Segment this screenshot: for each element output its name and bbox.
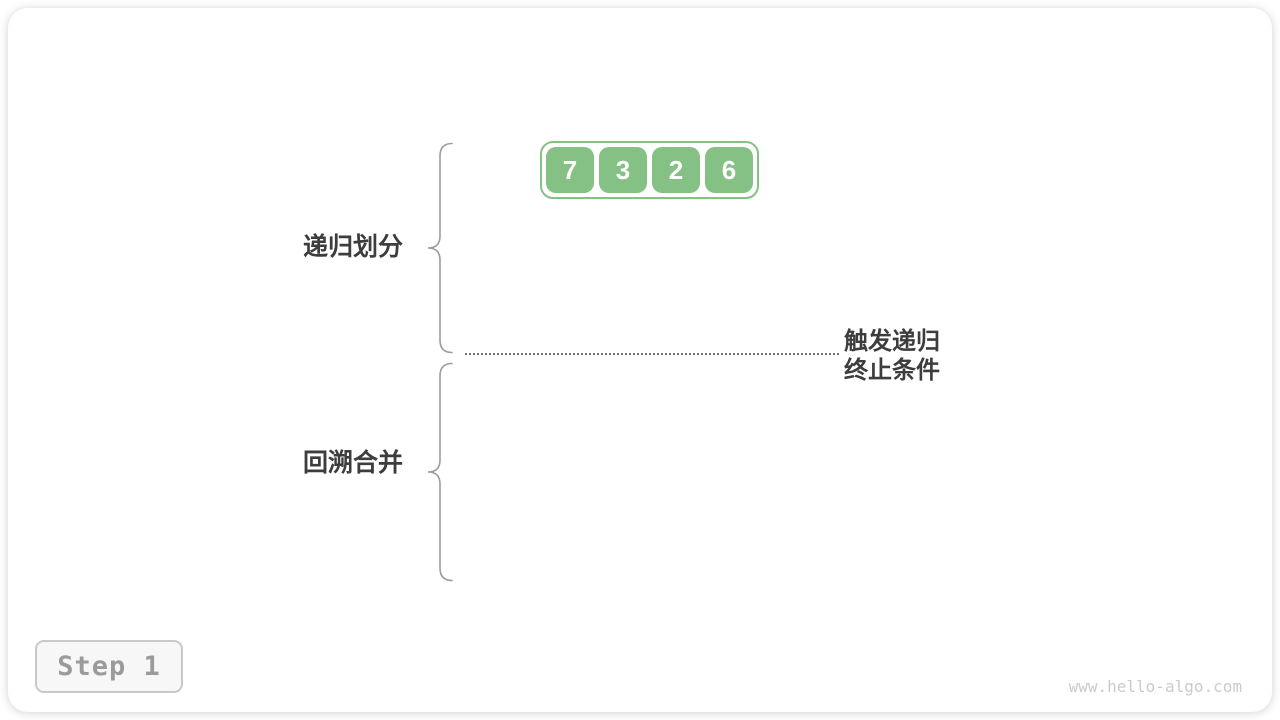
- array-cell: 6: [705, 147, 753, 193]
- array-cell: 7: [546, 147, 594, 193]
- array-cell: 2: [652, 147, 700, 193]
- diagram-card: 7 3 2 6 递归划分 回溯合并 触发递归 终止条件 Step 1 www.h…: [8, 8, 1272, 712]
- label-termination-condition: 触发递归 终止条件: [844, 327, 940, 385]
- termination-dotted-line: [465, 353, 839, 355]
- label-recursive-partition: 递归划分: [302, 233, 403, 261]
- label-backtrack-merge: 回溯合并: [302, 449, 403, 477]
- array-cell: 3: [599, 147, 647, 193]
- label-termination-line2: 终止条件: [844, 357, 940, 384]
- curly-brace-top: [425, 142, 455, 354]
- watermark-url: www.hello-algo.com: [1068, 677, 1242, 696]
- step-badge: Step 1: [35, 640, 183, 693]
- array-container: 7 3 2 6: [540, 141, 759, 199]
- label-termination-line1: 触发递归: [844, 328, 940, 355]
- curly-brace-bottom: [425, 362, 455, 582]
